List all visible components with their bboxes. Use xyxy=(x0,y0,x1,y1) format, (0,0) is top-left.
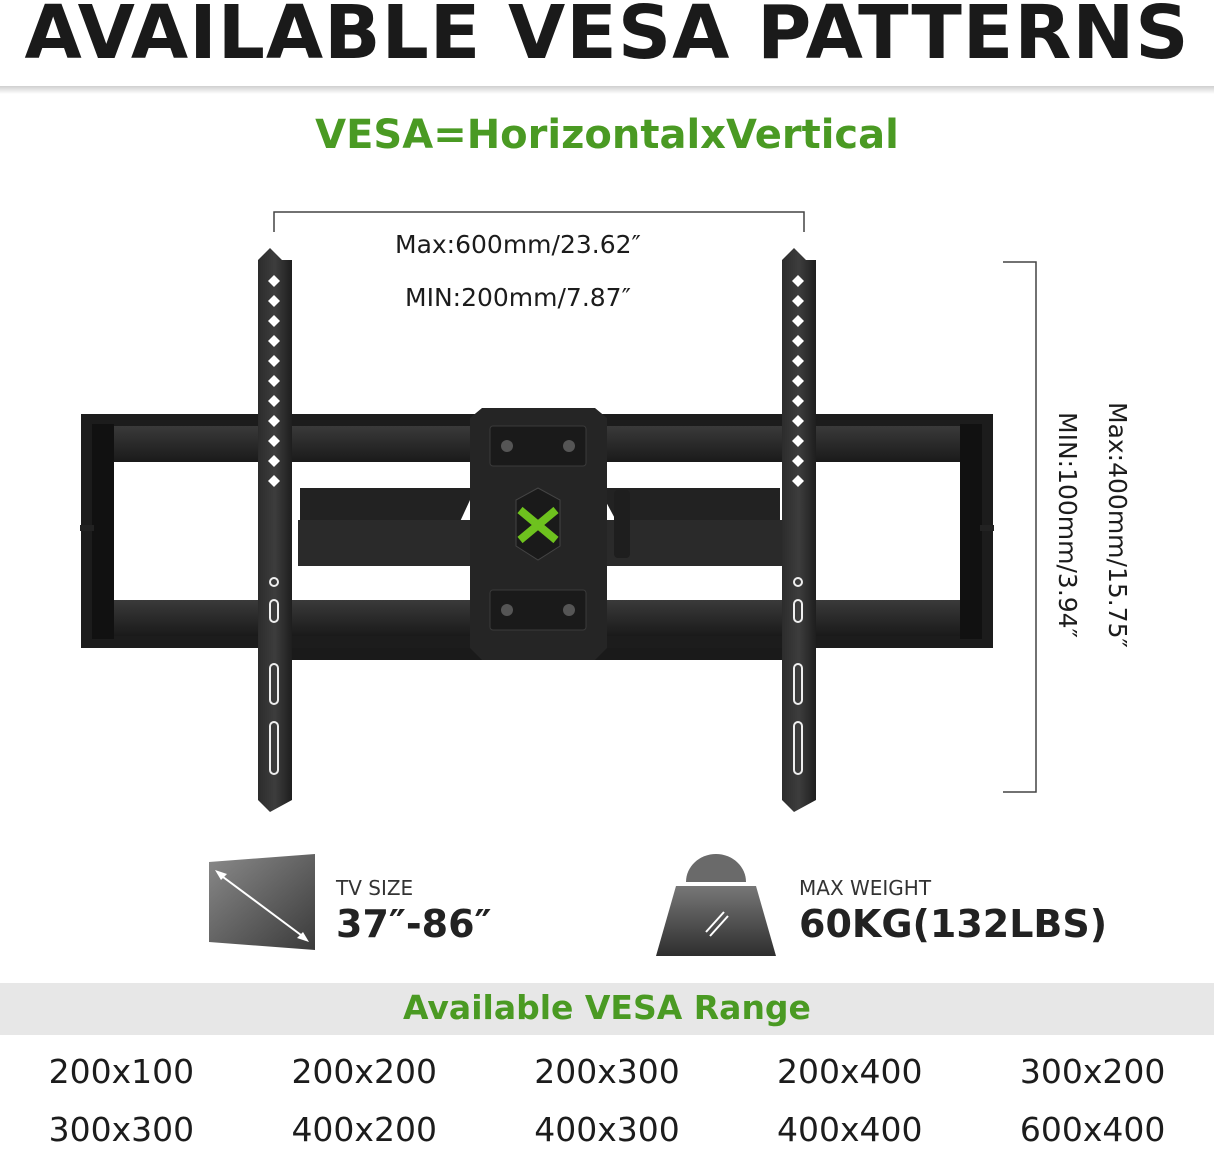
vesa-size: 200x200 xyxy=(291,1052,437,1091)
vesa-size: 400x400 xyxy=(777,1110,923,1149)
tv-size-value: 37″-86″ xyxy=(336,902,492,946)
vesa-range-bar xyxy=(0,983,1214,1035)
vesa-formula: VESA=HorizontalxVertical xyxy=(315,112,899,158)
vesa-size: 400x200 xyxy=(291,1110,437,1149)
vesa-range-title: Available VESA Range xyxy=(403,988,811,1027)
vesa-size: 300x300 xyxy=(48,1110,195,1149)
vesa-size: 400x300 xyxy=(534,1110,680,1149)
max-weight-label: MAX WEIGHT xyxy=(799,876,932,900)
weight-icon xyxy=(656,854,776,956)
vesa-size: 300x200 xyxy=(1019,1052,1166,1091)
tv-mount-illustration xyxy=(80,248,994,812)
max-weight-value: 60KG(132LBS) xyxy=(799,902,1108,946)
horizontal-min-label: MIN:200mm/7.87″ xyxy=(405,283,631,312)
vesa-size: 600x400 xyxy=(1019,1110,1166,1149)
vesa-range-grid: 200x100 200x200 200x300 200x400 300x200 … xyxy=(0,1052,1214,1152)
vertical-min-label: MIN:100mm/3.94″ xyxy=(1053,412,1082,638)
vesa-size: 200x100 xyxy=(48,1052,195,1091)
vesa-size: 200x300 xyxy=(534,1052,680,1091)
tv-screen-icon xyxy=(209,854,315,950)
horizontal-max-label: Max:600mm/23.62″ xyxy=(395,230,641,259)
vesa-size: 200x400 xyxy=(777,1052,923,1091)
tv-size-label: TV SIZE xyxy=(336,876,414,900)
page-title: AVAILABLE VESA PATTERNS xyxy=(24,0,1190,76)
title-divider xyxy=(0,86,1214,94)
vertical-max-label: Max:400mm/15.75″ xyxy=(1103,402,1132,648)
